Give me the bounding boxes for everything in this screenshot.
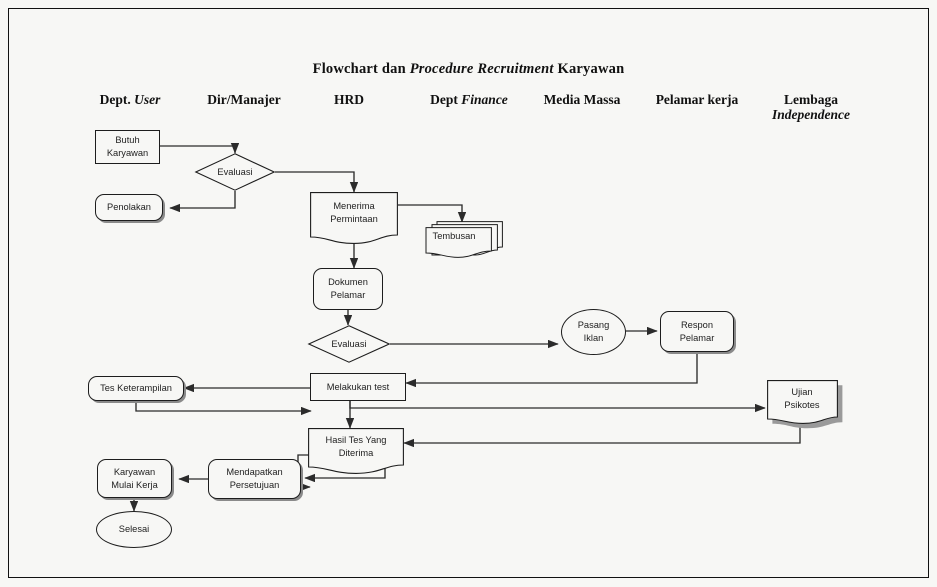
node-label: Evaluasi xyxy=(331,339,367,349)
diamond-shape xyxy=(307,325,391,363)
diamond-shape xyxy=(194,153,276,191)
column-header-text: Dir/Manajer xyxy=(207,92,281,107)
column-header-hrd: HRD xyxy=(300,92,398,107)
node-evaluasi-2[interactable]: Evaluasi xyxy=(307,325,391,363)
connector-melakukan-test-to-psikotes xyxy=(349,401,766,413)
column-header-pelamar-kerja: Pelamar kerja xyxy=(638,92,756,107)
page-title-post: Karyawan xyxy=(553,61,625,77)
node-tembusan[interactable]: Tembusan xyxy=(425,221,503,258)
column-header-text: Lembaga xyxy=(784,92,838,107)
column-header-text: Pelamar kerja xyxy=(655,92,739,107)
page-title-pre: Flowchart dan xyxy=(312,61,410,77)
column-header-dept-user: Dept. User xyxy=(72,92,188,107)
node-label: Tes Keterampilan xyxy=(100,383,172,393)
node-penolakan[interactable]: Penolakan xyxy=(95,194,163,221)
document-shape xyxy=(308,428,404,474)
document-shape xyxy=(310,192,398,244)
multi-document-shape xyxy=(425,221,503,258)
node-label: Tembusan xyxy=(432,230,476,241)
column-header-text: HRD xyxy=(334,92,364,107)
column-header-dept-finance: Dept Finance xyxy=(404,92,534,107)
node-melakukan-test[interactable]: Melakukan test xyxy=(310,373,406,401)
column-header-emphasis: User xyxy=(134,92,161,107)
connector-respon-to-melakukan-test xyxy=(405,352,698,388)
connector-evaluasi1-to-penolakan xyxy=(169,191,236,213)
page-title-emphasis: Procedure Recruitment xyxy=(409,61,554,77)
column-header-lembaga-independence: Lembaga Independence xyxy=(748,92,874,122)
page-title: Flowchart dan Procedure Recruitment Kary… xyxy=(0,61,937,78)
connector-tes-keterampilan-return xyxy=(135,401,312,416)
column-header-text: Media Massa xyxy=(543,92,621,107)
node-label: Evaluasi xyxy=(217,167,253,177)
column-header-emphasis: Finance xyxy=(461,92,508,107)
node-evaluasi-1[interactable]: Evaluasi xyxy=(194,153,276,191)
document-shape xyxy=(767,380,843,429)
node-label: Penolakan xyxy=(107,202,151,212)
node-selesai[interactable]: Selesai xyxy=(96,511,172,548)
connector-psikotes-to-hasil xyxy=(403,424,801,448)
node-label: Selesai xyxy=(118,524,150,534)
column-header-emphasis: Independence xyxy=(772,107,850,122)
connector-menerima-to-tembusan xyxy=(398,204,467,223)
column-header-text: Dept xyxy=(430,92,462,107)
connector-evaluasi1-to-menerima xyxy=(275,171,359,193)
column-header-text: Dept. xyxy=(99,92,135,107)
column-header-dir-manajer: Dir/Manajer xyxy=(186,92,302,107)
node-tes-keterampilan[interactable]: Tes Keterampilan xyxy=(88,376,184,401)
column-header-media-massa: Media Massa xyxy=(524,92,640,107)
connector-butuh-to-evaluasi xyxy=(160,143,240,154)
node-label: Melakukan test xyxy=(326,381,390,392)
